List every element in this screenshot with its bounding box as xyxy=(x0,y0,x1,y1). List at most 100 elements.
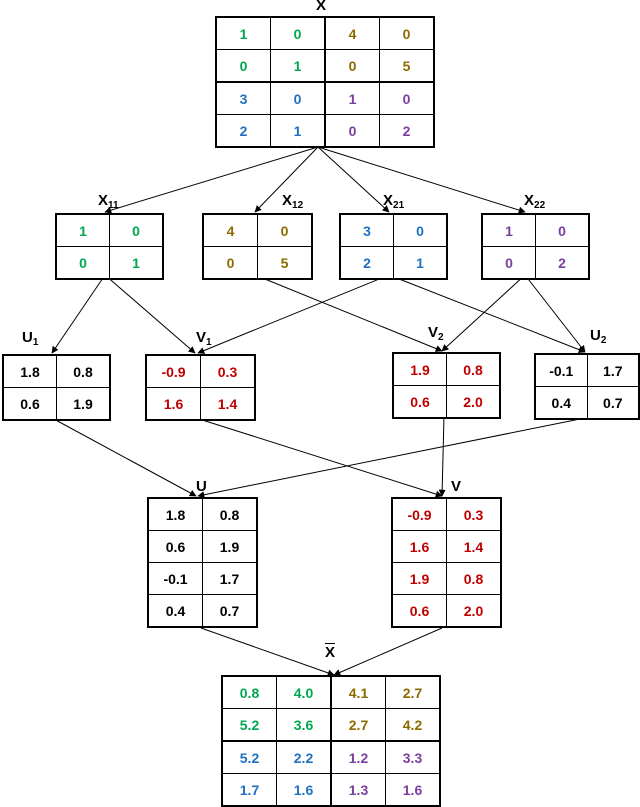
matrix-cell: 1 xyxy=(481,213,536,247)
matrix-cell: 1.2 xyxy=(330,740,386,774)
matrix-cell: 1.8 xyxy=(2,354,57,388)
matrix-cell: 1.4 xyxy=(200,387,256,421)
matrix-cell: 3 xyxy=(215,81,271,115)
matrix-cell: 1.7 xyxy=(202,562,258,595)
matrix-cell: 1.3 xyxy=(330,773,386,807)
matrix-cell: 0 xyxy=(481,246,536,280)
matrix-cell: 1.4 xyxy=(446,530,502,563)
matrix-cell: 0.3 xyxy=(200,354,256,388)
matrix-cell: 1.9 xyxy=(392,352,447,386)
matrix-cell: 0.8 xyxy=(56,354,111,388)
matrix-cell: 2 xyxy=(215,114,271,148)
flow-arrow xyxy=(524,274,586,353)
matrix-cell: 0 xyxy=(379,81,435,115)
matrix-cell: 0.3 xyxy=(446,497,502,531)
matrix-cell: 2 xyxy=(535,246,590,280)
matrix-cell: 0 xyxy=(257,213,313,247)
matrix-cell: 2.0 xyxy=(446,385,501,419)
matrix-cell: 0.6 xyxy=(391,594,447,628)
label-v1: V1 xyxy=(196,329,212,348)
matrix-cell: 3.3 xyxy=(385,740,441,774)
matrix-cell: 0.7 xyxy=(586,386,640,420)
label-u: U xyxy=(196,478,207,495)
label-v2: V2 xyxy=(428,324,444,343)
flow-arrow xyxy=(441,274,526,352)
matrix-cell: 0 xyxy=(379,16,435,50)
matrix-cell: 0 xyxy=(535,213,590,247)
matrix-cell: 0 xyxy=(202,246,258,280)
matrix-cell: 1.7 xyxy=(221,773,277,807)
matrix-cell: 1 xyxy=(215,16,271,50)
flow-arrow xyxy=(104,146,319,214)
matrix-cell: 1.6 xyxy=(391,530,447,563)
flow-arrow xyxy=(200,627,335,677)
matrix-cell: 1.9 xyxy=(391,562,447,595)
flow-arrow xyxy=(254,274,443,352)
matrix-cell: 3.6 xyxy=(276,708,332,742)
matrix-cell: 1.8 xyxy=(147,497,203,531)
matrix-cell: 5 xyxy=(257,246,313,280)
flow-arrow xyxy=(333,627,443,676)
matrix-cell: 1.9 xyxy=(56,387,111,421)
matrix-cell: 1.6 xyxy=(385,773,441,807)
matrix-cell: 0.6 xyxy=(392,385,447,419)
matrix-cell: -0.9 xyxy=(391,497,447,531)
label-x21: X21 xyxy=(383,192,405,211)
matrix-cell: 0 xyxy=(109,213,164,247)
matrix-cell: 5.2 xyxy=(221,740,277,774)
matrix-cell: 4.1 xyxy=(330,675,386,709)
matrix-cell: 1.9 xyxy=(202,530,258,563)
flow-arrow xyxy=(51,274,106,354)
matrix-cell: 5 xyxy=(379,49,435,83)
flow-arrow xyxy=(51,417,197,497)
matrix-cell: 1.6 xyxy=(145,387,201,421)
matrix-cell: 0.8 xyxy=(446,562,502,595)
label-u2: U2 xyxy=(590,327,607,346)
matrix-cell: 0 xyxy=(270,81,326,115)
flow-arrow xyxy=(104,274,196,354)
matrix-cell: 0.4 xyxy=(534,386,588,420)
flow-arrow xyxy=(197,274,390,354)
matrix-cell: 5.2 xyxy=(221,708,277,742)
matrix-cell: 0 xyxy=(324,49,380,83)
matrix-cell: 1.7 xyxy=(586,353,640,387)
matrix-cell: 4.0 xyxy=(276,675,332,709)
matrix-cell: -0.9 xyxy=(145,354,201,388)
matrix-cell: 0 xyxy=(55,246,110,280)
matrix-cell: 2.7 xyxy=(330,708,386,742)
label-u1: U1 xyxy=(22,329,39,348)
flow-arrow xyxy=(254,146,319,213)
matrix-cell: 0 xyxy=(393,213,448,247)
matrix-cell: 0.8 xyxy=(221,675,277,709)
